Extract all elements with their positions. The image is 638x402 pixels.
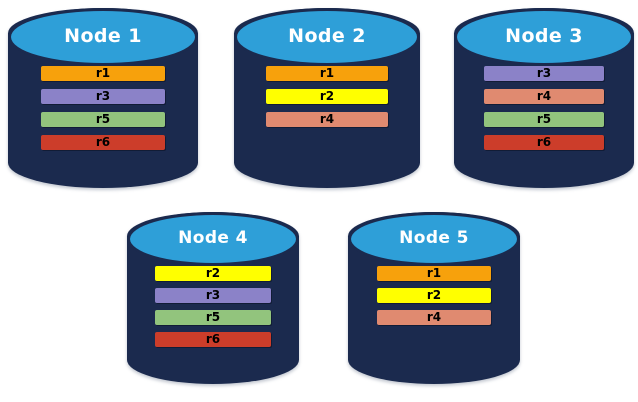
database-node-1: Node 1 r1 r3 r5 r6 [8, 8, 198, 188]
replica-bar-r4: r4 [377, 310, 491, 325]
replica-label: r4 [319, 111, 335, 126]
database-node-5: Node 5 r1 r2 r4 [348, 212, 520, 384]
database-node-4: Node 4 r2 r3 r5 r6 [127, 212, 299, 384]
replica-label: r4 [536, 88, 552, 103]
replica-bar-r3: r3 [484, 66, 604, 81]
replica-bar-r4: r4 [484, 89, 604, 104]
replica-label: r3 [95, 88, 111, 103]
replica-bar-r1: r1 [377, 266, 491, 281]
node-cylinder-top: Node 4 [127, 212, 299, 266]
replica-label: r5 [205, 309, 221, 324]
replica-bar-r1: r1 [266, 66, 388, 81]
replica-stack: r2 r3 r5 r6 [127, 266, 299, 347]
replica-label: r2 [205, 265, 221, 280]
replica-label: r1 [95, 65, 111, 80]
replica-bar-r2: r2 [377, 288, 491, 303]
replica-bar-r2: r2 [155, 266, 271, 281]
replica-label: r6 [536, 134, 552, 149]
node-title: Node 5 [399, 227, 469, 248]
database-node-2: Node 2 r1 r2 r4 [234, 8, 420, 188]
replica-bar-r6: r6 [41, 135, 165, 150]
replica-stack: r3 r4 r5 r6 [454, 66, 634, 150]
node-title: Node 4 [178, 227, 248, 248]
replica-label: r5 [536, 111, 552, 126]
replica-bar-r1: r1 [41, 66, 165, 81]
replica-bar-r5: r5 [41, 112, 165, 127]
replica-bar-r6: r6 [155, 332, 271, 347]
node-title: Node 3 [505, 24, 583, 47]
node-title: Node 2 [288, 24, 366, 47]
replica-label: r5 [95, 111, 111, 126]
replica-stack: r1 r3 r5 r6 [8, 66, 198, 150]
node-cylinder-top: Node 5 [348, 212, 520, 266]
replica-label: r1 [426, 265, 442, 280]
replica-bar-r4: r4 [266, 112, 388, 127]
replica-stack: r1 r2 r4 [234, 66, 420, 127]
replica-label: r3 [536, 65, 552, 80]
replica-label: r2 [426, 287, 442, 302]
replica-label: r4 [426, 309, 442, 324]
node-cylinder-top: Node 2 [234, 8, 420, 66]
replica-label: r3 [205, 287, 221, 302]
replica-label: r1 [319, 65, 335, 80]
node-title: Node 1 [64, 24, 142, 47]
node-cylinder-top: Node 3 [454, 8, 634, 66]
replica-bar-r5: r5 [155, 310, 271, 325]
replica-bar-r3: r3 [41, 89, 165, 104]
replica-label: r2 [319, 88, 335, 103]
replica-bar-r2: r2 [266, 89, 388, 104]
replica-label: r6 [205, 331, 221, 346]
replica-label: r6 [95, 134, 111, 149]
database-node-3: Node 3 r3 r4 r5 r6 [454, 8, 634, 188]
replica-bar-r6: r6 [484, 135, 604, 150]
replica-bar-r3: r3 [155, 288, 271, 303]
node-cylinder-top: Node 1 [8, 8, 198, 66]
replica-stack: r1 r2 r4 [348, 266, 520, 325]
replica-bar-r5: r5 [484, 112, 604, 127]
